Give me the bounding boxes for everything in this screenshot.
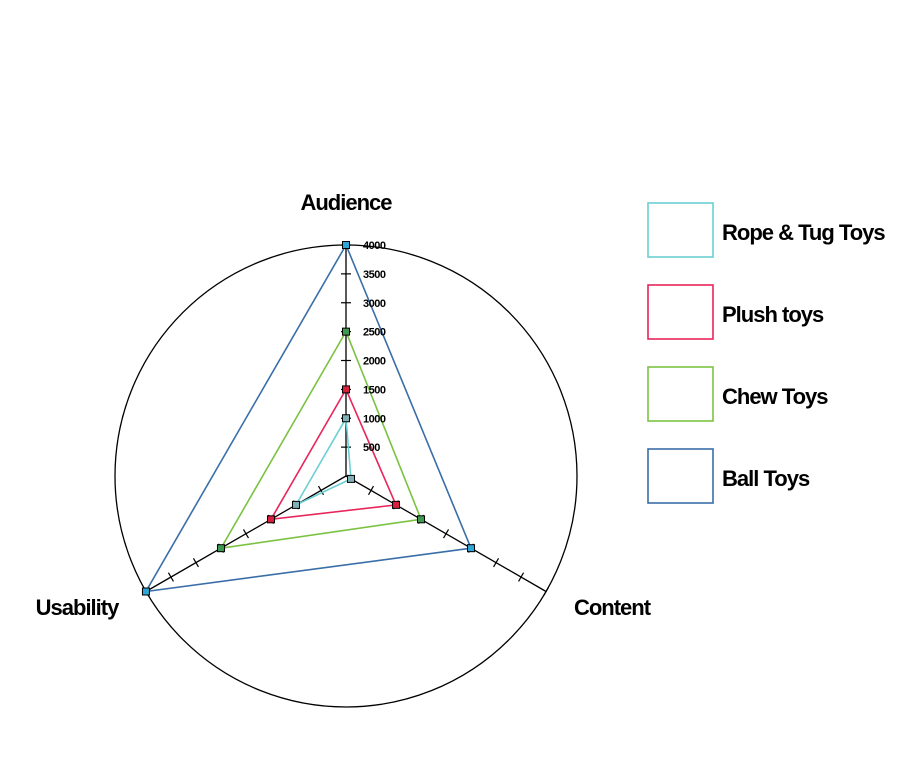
legend-swatch-ball-toys <box>647 448 714 504</box>
axis-tick-content <box>543 586 550 597</box>
data-point-plush-toys <box>392 500 401 509</box>
labels-group: 500 1000 1500 2000 2500 3000 3500 4000 AudienceC… <box>36 190 653 620</box>
series-polygon-rope-tug-toys <box>294 415 352 507</box>
data-point-ball-toys <box>467 544 476 553</box>
legend-label-chew-toys: Chew Toys <box>722 384 828 409</box>
markers-group <box>141 241 476 596</box>
data-point-plush-toys <box>266 515 275 524</box>
legend-swatch-plush-toys <box>647 284 714 340</box>
legend-label-ball-toys: Ball Toys <box>722 466 810 491</box>
tick-label: 2500 <box>363 327 386 339</box>
axis-tick-usability <box>242 529 249 539</box>
series-polygon-chew-toys <box>219 329 423 550</box>
series-polygon-plush-toys <box>269 387 398 521</box>
data-point-rope-tug-toys <box>347 474 356 483</box>
data-point-chew-toys <box>216 544 225 553</box>
tick-label: 500 <box>363 442 380 454</box>
data-point-chew-toys <box>417 515 426 524</box>
tick-label: 1500 <box>363 384 386 396</box>
axis-title-usability: Usability <box>36 595 120 620</box>
tick-label: 3000 <box>363 298 386 310</box>
legend-label-plush-toys: Plush toys <box>722 302 824 327</box>
axis-tick-content <box>367 485 375 496</box>
axis-tick-content <box>443 529 450 539</box>
axis-title-content: Content <box>574 595 652 620</box>
data-point-rope-tug-toys <box>342 414 350 423</box>
axis-tick-content <box>518 572 525 582</box>
axis-tick-usability <box>317 485 325 496</box>
axis-tick-content <box>493 557 500 568</box>
legend-swatch-chew-toys <box>647 366 714 422</box>
data-point-rope-tug-toys <box>291 500 300 509</box>
data-point-plush-toys <box>342 385 350 394</box>
legend-swatch-rope-tug-toys <box>647 202 714 258</box>
tick-label: 1000 <box>363 413 386 425</box>
legend-label-rope-tug-toys: Rope & Tug Toys <box>722 220 885 245</box>
series-group <box>144 243 473 593</box>
tick-label: 3500 <box>363 269 386 281</box>
series-polygon-ball-toys <box>144 243 473 593</box>
data-point-ball-toys <box>342 241 350 249</box>
axis-tick-usability <box>167 572 174 582</box>
axis-title-audience: Audience <box>300 190 392 215</box>
tick-label: 4000 <box>363 240 386 252</box>
tick-label: 2000 <box>363 356 386 368</box>
axis-tick-usability <box>192 557 199 568</box>
data-point-ball-toys <box>141 587 150 596</box>
data-point-chew-toys <box>342 327 350 336</box>
